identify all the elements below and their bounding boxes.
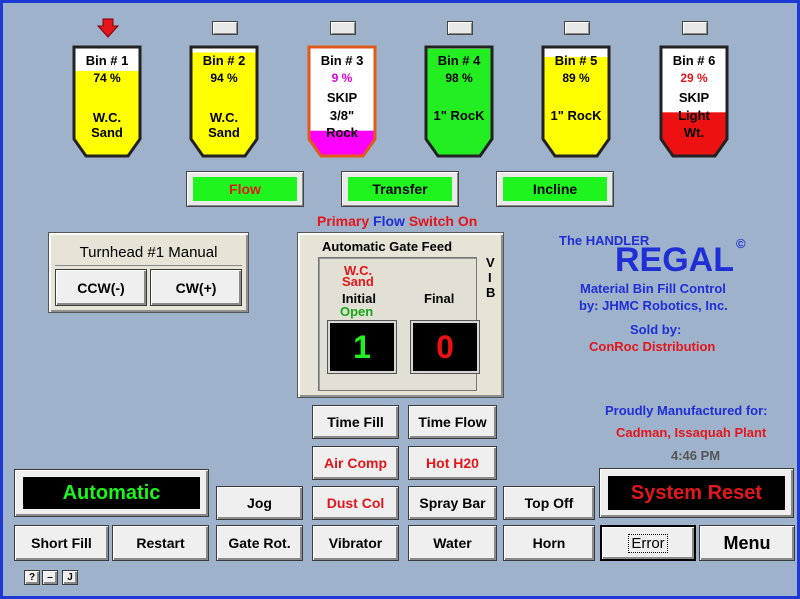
bin-percent: 94 % [210, 71, 238, 85]
clock: 4:46 PM [671, 448, 721, 463]
bin-material-line: Wt. [683, 125, 705, 140]
bin-select-box[interactable] [564, 21, 590, 35]
automatic-panel[interactable]: Automatic [14, 469, 209, 517]
short-fill-button[interactable]: Short Fill [14, 525, 109, 561]
bin-4[interactable]: Bin # 4 98 % 1" RocK [423, 44, 495, 159]
flow-button[interactable]: Flow [186, 171, 304, 207]
system-reset-button[interactable]: System Reset [599, 468, 794, 518]
menu-button-label: Menu [723, 532, 771, 553]
bin-5[interactable]: Bin # 5 89 % 1" RocK [540, 44, 612, 159]
sold-by: Sold by: [630, 322, 682, 337]
restart-button[interactable]: Restart [112, 525, 209, 561]
selected-bin-arrow-icon [96, 18, 120, 43]
bin-1[interactable]: Bin # 1 74 % W.C.Sand [71, 44, 143, 159]
bin-material-line: Sand [91, 125, 123, 140]
proudly-manufactured: Proudly Manufactured for: [605, 403, 768, 418]
vib-i: I [488, 270, 492, 285]
bin-material-line: Sand [208, 125, 240, 140]
gate-feed-panel: Automatic Gate Feed W.C. Sand Initial Op… [297, 232, 504, 398]
bin-percent: 29 % [680, 71, 708, 85]
initial-state: Open [340, 304, 374, 319]
incline-button[interactable]: Incline [496, 171, 614, 207]
bin-material-line: W.C. [92, 110, 122, 125]
brand-line1: Material Bin Fill Control [580, 281, 726, 296]
bin-3[interactable]: Bin # 3 9 % SKIP 3/8" Rock [306, 44, 378, 159]
ccw-button[interactable]: CCW(-) [55, 269, 147, 306]
plant-name: Cadman, Issaquah Plant [616, 425, 767, 440]
brand-line2: by: JHMC Robotics, Inc. [579, 298, 728, 313]
air-comp-button[interactable]: Air Comp [312, 446, 399, 480]
status-part2: Flow [373, 213, 405, 229]
gate-feed-title: Automatic Gate Feed [321, 239, 453, 254]
dust-col-button[interactable]: Dust Col [312, 486, 399, 520]
bin-percent: 98 % [445, 71, 473, 85]
system-reset-label: System Reset [608, 476, 785, 510]
horn-button[interactable]: Horn [503, 525, 595, 561]
bin-material-line: Rock [326, 125, 358, 140]
bin-percent: 89 % [562, 71, 590, 85]
transfer-button-label: Transfer [348, 177, 452, 201]
minimize-button[interactable]: – [42, 570, 58, 585]
time-fill-button[interactable]: Time Fill [312, 405, 399, 439]
turnhead-panel: Turnhead #1 Manual CCW(-) CW(+) [48, 232, 249, 313]
initial-value-display: 1 [328, 321, 396, 373]
automatic-label: Automatic [23, 477, 200, 509]
gate-material-2: Sand [342, 274, 374, 289]
bin-material-line: W.C. [209, 110, 239, 125]
bin-material-line: SKIP [678, 90, 710, 105]
gate-rot-button[interactable]: Gate Rot. [216, 525, 303, 561]
bin-material-line: 3/8" [329, 108, 355, 123]
status-line: Primary Flow Switch On [317, 213, 477, 229]
bin-material-line: SKIP [326, 90, 358, 105]
error-button-label: Error [628, 533, 668, 553]
bin-label: Bin # 3 [320, 53, 364, 68]
final-value-display: 0 [411, 321, 479, 373]
bin-label: Bin # 4 [437, 53, 481, 68]
menu-button[interactable]: Menu [699, 525, 795, 561]
brand-handler: The HANDLER [559, 233, 650, 248]
hot-h20-button[interactable]: Hot H20 [408, 446, 497, 480]
bin-select-box[interactable] [330, 21, 356, 35]
jog-button[interactable]: Jog [216, 486, 303, 520]
bin-2[interactable]: Bin # 2 94 % W.C.Sand [188, 44, 260, 159]
bin-label: Bin # 2 [202, 53, 246, 68]
copyright-symbol: © [736, 236, 746, 251]
error-button[interactable]: Error [600, 525, 696, 561]
initial-label: Initial [342, 291, 376, 306]
status-part3: Switch On [404, 213, 478, 229]
distributor: ConRoc Distribution [589, 339, 716, 354]
bin-select-box[interactable] [447, 21, 473, 35]
help-button[interactable]: ? [24, 570, 40, 585]
time-flow-button[interactable]: Time Flow [408, 405, 497, 439]
bin-select-box[interactable] [212, 21, 238, 35]
bin-percent: 74 % [93, 71, 121, 85]
final-label: Final [424, 291, 455, 306]
cw-button[interactable]: CW(+) [150, 269, 242, 306]
vib-v: V [486, 255, 495, 270]
transfer-button[interactable]: Transfer [341, 171, 459, 207]
bin-label: Bin # 5 [554, 53, 598, 68]
bin-material-line: 1" RocK [433, 108, 485, 123]
bin-label: Bin # 1 [85, 53, 129, 68]
bin-material-line: Light [678, 108, 710, 123]
bin-material-line: 1" RocK [550, 108, 602, 123]
water-button[interactable]: Water [408, 525, 497, 561]
top-off-button[interactable]: Top Off [503, 486, 595, 520]
status-part1: Primary [317, 213, 374, 229]
spray-bar-button[interactable]: Spray Bar [408, 486, 497, 520]
j-button[interactable]: J [62, 570, 78, 585]
flow-button-label: Flow [193, 177, 297, 201]
bin-percent: 9 % [331, 71, 353, 85]
incline-button-label: Incline [503, 177, 607, 201]
gate-material: W.C. [344, 263, 373, 278]
turnhead-title: Turnhead #1 Manual [55, 239, 242, 266]
bin-label: Bin # 6 [672, 53, 716, 68]
vibrator-button[interactable]: Vibrator [312, 525, 399, 561]
bin-select-box[interactable] [682, 21, 708, 35]
brand-regal: REGAL [615, 241, 734, 279]
vib-b: B [486, 285, 496, 300]
